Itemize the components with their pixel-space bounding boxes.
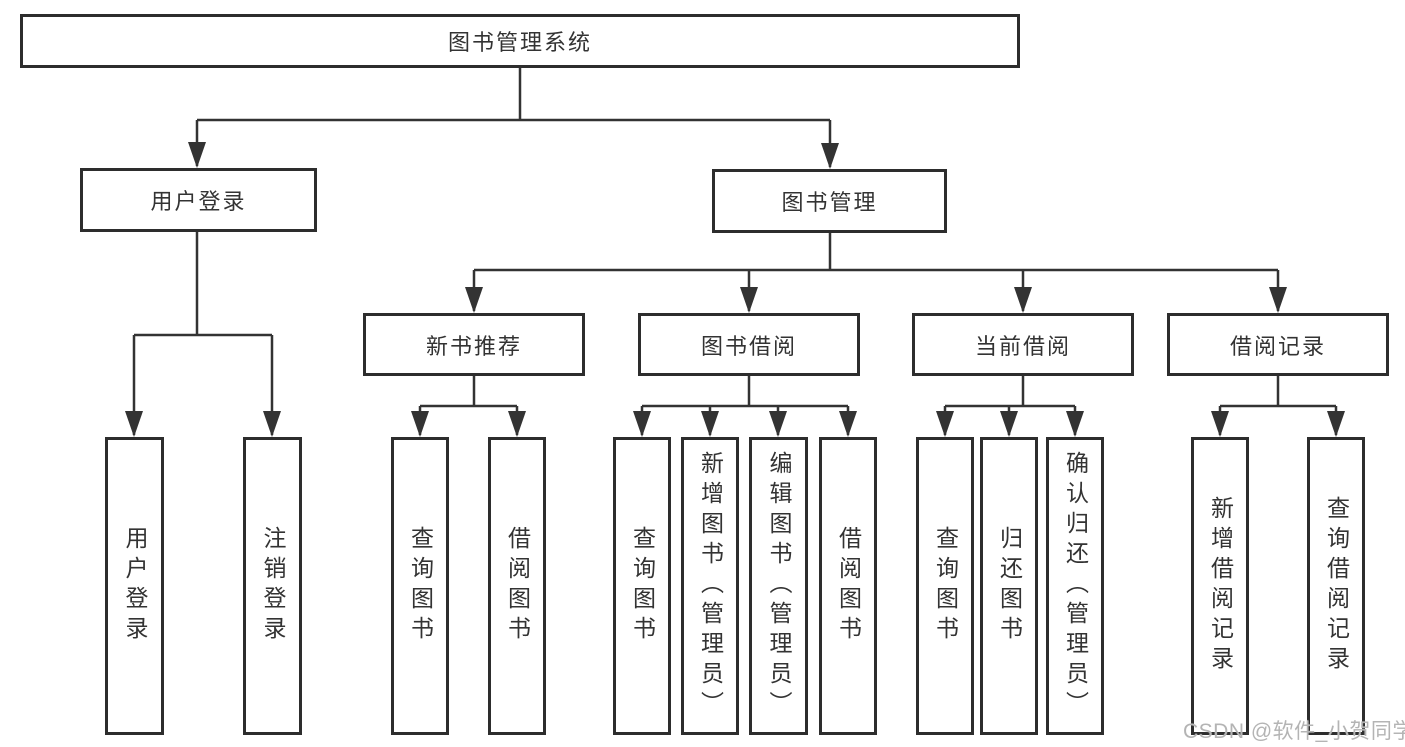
- node-book-management: 图书管理: [712, 169, 947, 233]
- arrowhead: [701, 411, 719, 437]
- arrowhead: [1327, 411, 1345, 437]
- arrowhead: [633, 411, 651, 437]
- arrowhead: [188, 142, 206, 168]
- arrowhead: [1000, 411, 1018, 437]
- node-leaf-br-query-record: 查询借阅记录: [1307, 437, 1365, 735]
- node-leaf-rec-query-books: 查询图书: [391, 437, 449, 735]
- arrowhead: [740, 287, 758, 313]
- connector-new-book-rec-to-leaves: [418, 376, 519, 435]
- arrowhead: [1066, 411, 1084, 437]
- arrowhead: [821, 143, 839, 169]
- node-library-management-system: 图书管理系统: [20, 14, 1020, 68]
- arrowhead: [1211, 411, 1229, 437]
- node-leaf-cb-query-books: 查询图书: [916, 437, 974, 735]
- arrowhead: [1269, 287, 1287, 313]
- arrowhead: [936, 411, 954, 437]
- node-leaf-bb-add-books-admin: 新增图书（管理员）: [681, 437, 739, 735]
- connector-root-to-level2: [195, 68, 832, 167]
- arrowhead: [508, 411, 526, 437]
- node-user-login: 用户登录: [80, 168, 317, 232]
- connector-user-login-to-leaves: [132, 232, 274, 435]
- arrowheads: [125, 142, 1345, 437]
- arrowhead: [263, 411, 281, 437]
- arrowhead: [125, 411, 143, 437]
- connector-book-mgmt-to-level3: [472, 233, 1280, 311]
- node-leaf-rec-borrow-books: 借阅图书: [488, 437, 546, 735]
- node-book-borrowing: 图书借阅: [638, 313, 860, 376]
- node-leaf-bb-borrow-books: 借阅图书: [819, 437, 877, 735]
- node-leaf-cb-return-books: 归还图书: [980, 437, 1038, 735]
- csdn-watermark: CSDN @软件_小贺同学: [1183, 720, 1405, 743]
- connector-book-borrow-to-leaves: [640, 376, 850, 435]
- node-leaf-bb-edit-books-admin: 编辑图书（管理员）: [749, 437, 808, 735]
- node-leaf-cb-confirm-return-admin: 确认归还（管理员）: [1046, 437, 1104, 735]
- node-new-book-recommendation: 新书推荐: [363, 313, 585, 376]
- arrowhead: [1014, 287, 1032, 313]
- node-current-borrowing: 当前借阅: [912, 313, 1134, 376]
- node-leaf-br-add-record: 新增借阅记录: [1191, 437, 1249, 735]
- connector-borrow-records-to-leaves: [1218, 376, 1338, 435]
- node-leaf-bb-query-books: 查询图书: [613, 437, 671, 735]
- arrowhead: [839, 411, 857, 437]
- node-leaf-logout: 注销登录: [243, 437, 302, 735]
- node-borrowing-records: 借阅记录: [1167, 313, 1389, 376]
- node-leaf-user-login: 用户登录: [105, 437, 164, 735]
- arrowhead: [411, 411, 429, 437]
- arrowhead: [465, 287, 483, 313]
- arrowhead: [769, 411, 787, 437]
